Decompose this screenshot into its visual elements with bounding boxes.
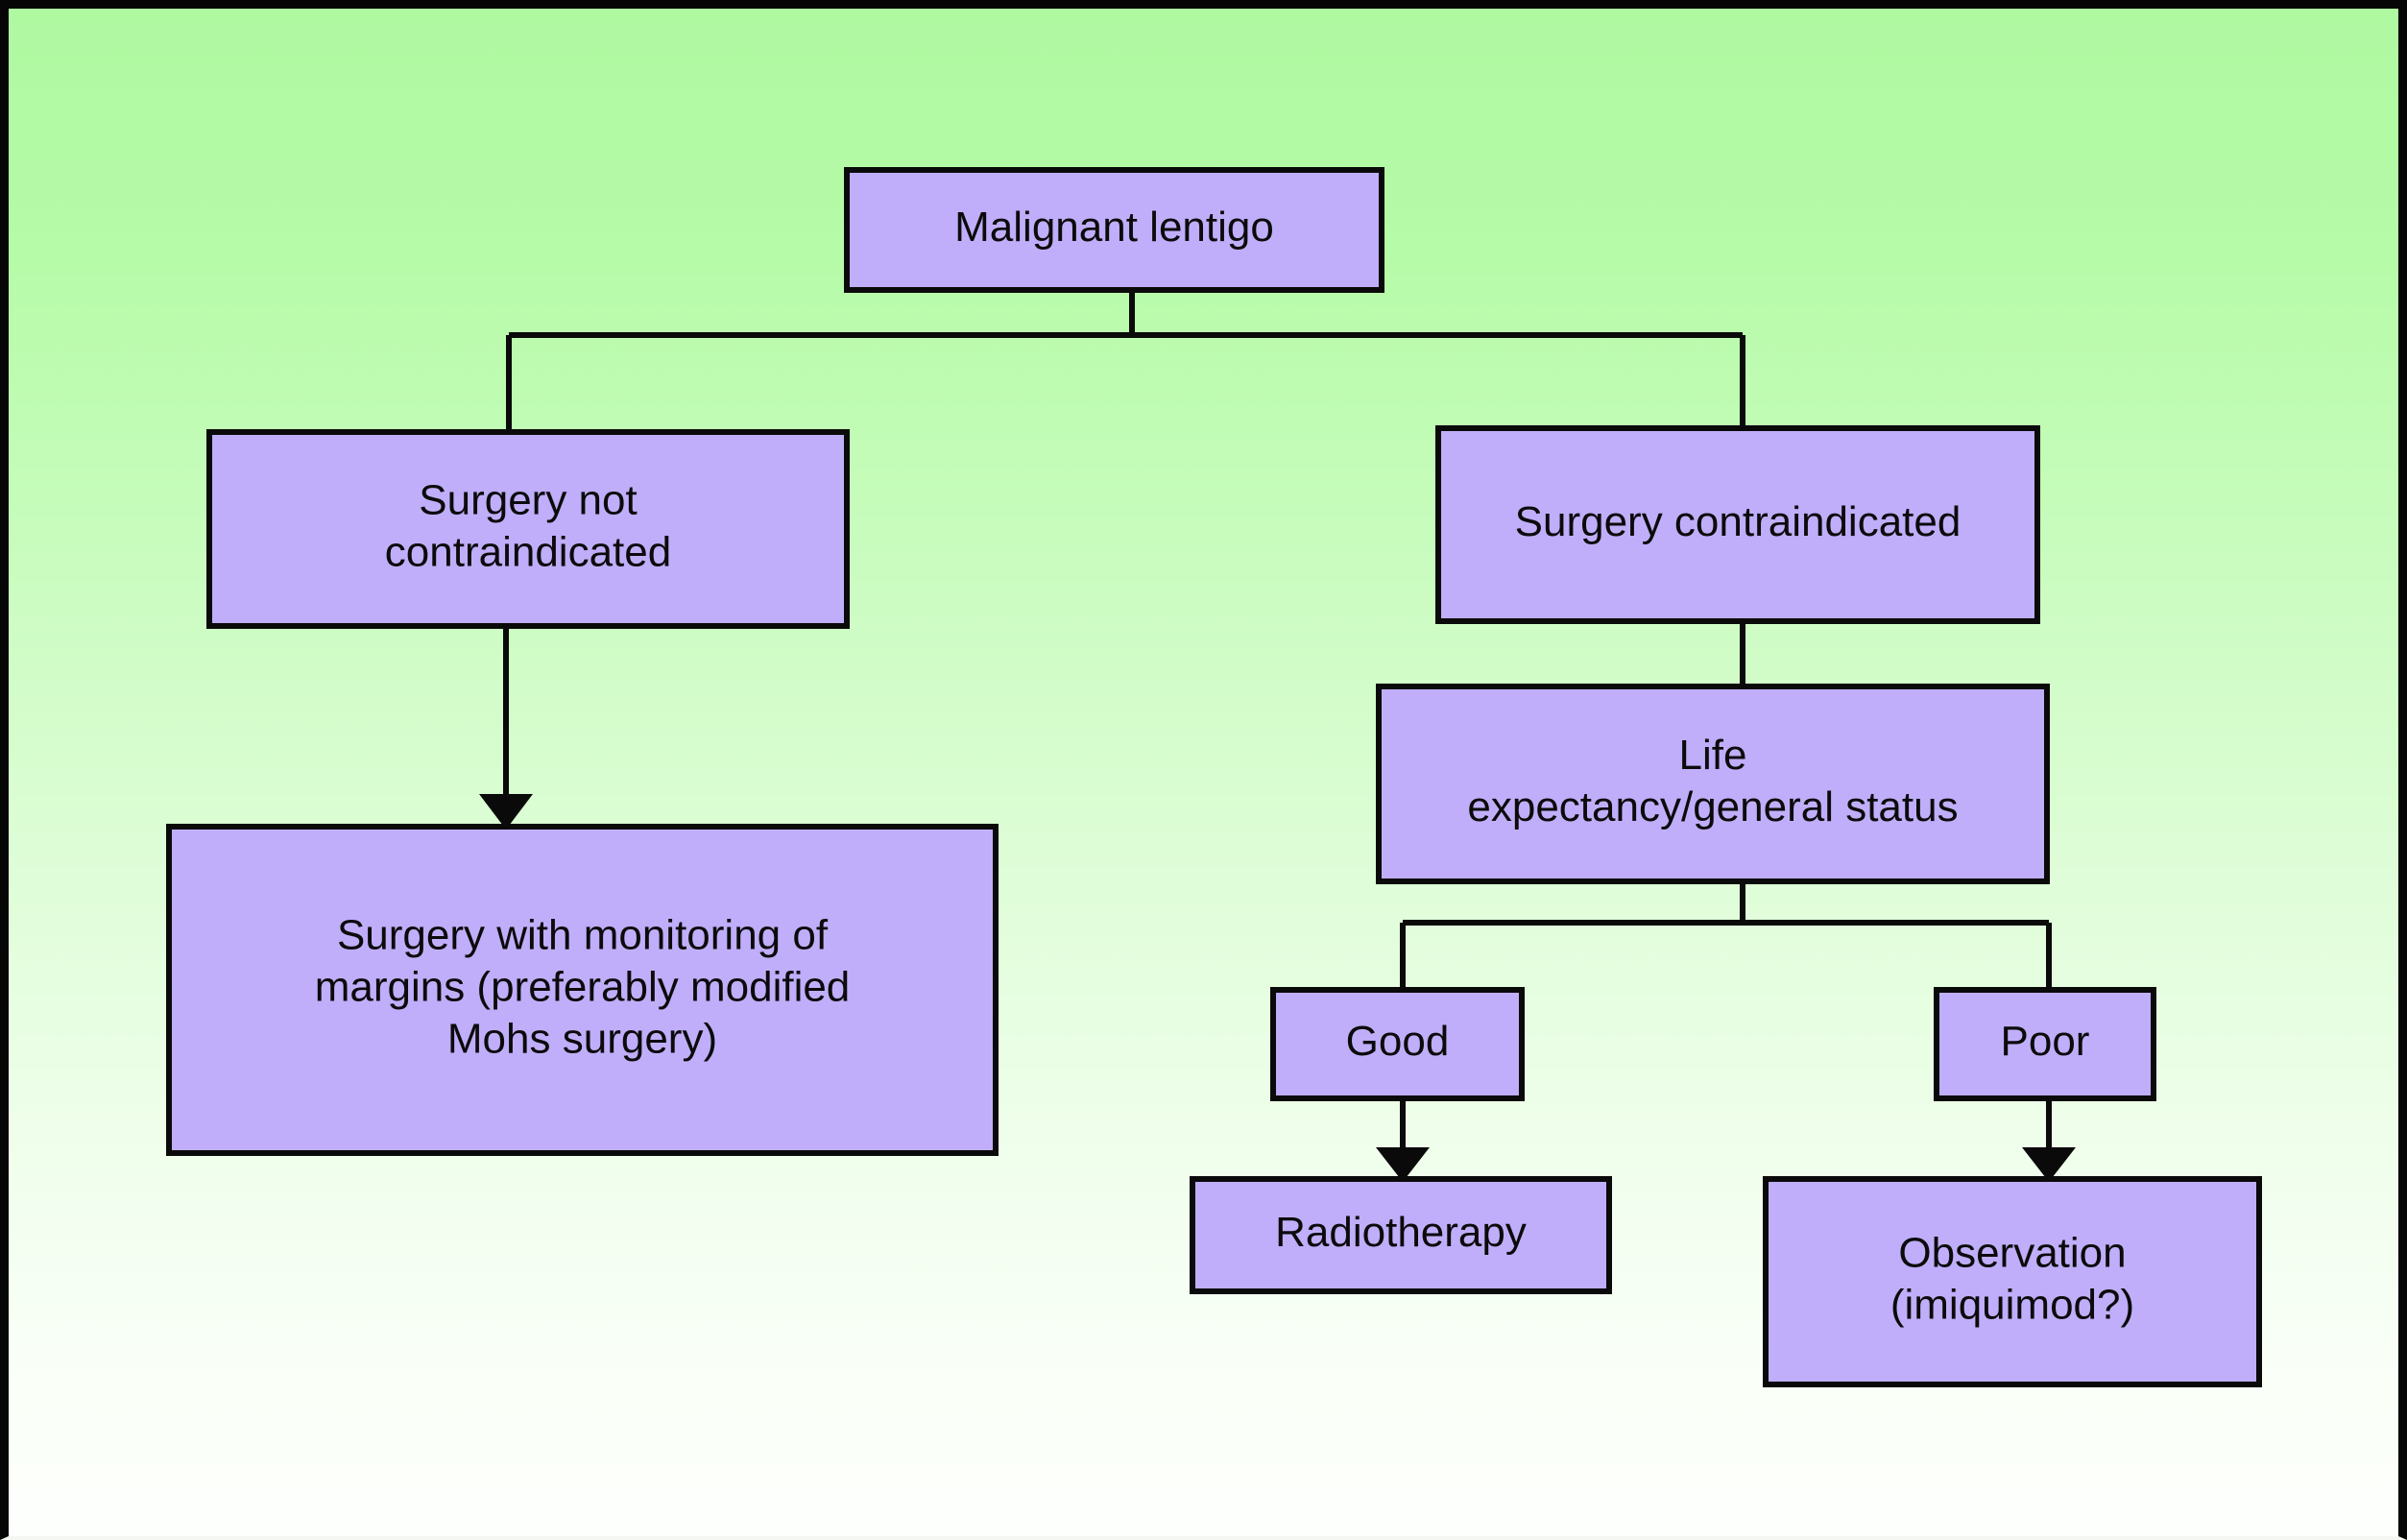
node-label-poor-status: Poor (2001, 1018, 2090, 1065)
edges-layer (479, 290, 2076, 1182)
node-label-surgery-with-monitoring-of-margins: Mohs surgery) (447, 1016, 717, 1063)
node-surgery-with-monitoring-of-margins[interactable]: Surgery with monitoring of margins (prefe… (166, 824, 999, 1156)
edge-life-expectancy-split-line (1400, 881, 2052, 990)
node-malignant-lentigo[interactable]: Malignant lentigo (844, 167, 1384, 293)
node-label-life-expectancy-general-status: Life (1679, 732, 1747, 779)
edge-malignant-lentigo-split (506, 290, 1745, 432)
node-box-malignant-lentigo[interactable] (844, 167, 1384, 293)
node-box-surgery-with-monitoring-of-margins[interactable] (166, 824, 999, 1156)
edge-surgery-not-contraindicated-to-monitoring (479, 626, 533, 830)
edge-good-to-radiotherapy (1376, 1098, 1430, 1182)
node-good-status[interactable]: Good (1270, 987, 1525, 1101)
node-label-radiotherapy: Radiotherapy (1275, 1209, 1527, 1256)
edge-life-expectancy-split (1400, 881, 2052, 990)
node-radiotherapy[interactable]: Radiotherapy (1190, 1176, 1612, 1294)
node-box-observation-imiquimod[interactable] (1763, 1176, 2262, 1387)
node-label-surgery-contraindicated: Surgery contraindicated (1515, 498, 1962, 545)
node-surgery-not-contraindicated[interactable]: Surgery not contraindicated (206, 429, 850, 629)
node-observation-imiquimod[interactable]: Observation (imiquimod?) (1763, 1176, 2262, 1387)
edge-malignant-lentigo-split-line (506, 290, 1745, 432)
node-label-surgery-with-monitoring-of-margins: margins (preferably modified (315, 964, 851, 1011)
edge-surgery-not-contraindicated-to-monitoring-arrowhead-icon (479, 794, 533, 830)
node-box-surgery-contraindicated[interactable] (1435, 425, 2040, 624)
node-box-radiotherapy[interactable] (1190, 1176, 1612, 1294)
node-label-malignant-lentigo: Malignant lentigo (954, 204, 1274, 251)
node-label-good-status: Good (1346, 1018, 1450, 1065)
edge-poor-to-observation-arrowhead-icon (2022, 1147, 2076, 1182)
node-box-life-expectancy-general-status[interactable] (1376, 684, 2050, 884)
edge-good-to-radiotherapy-arrowhead-icon (1376, 1147, 1430, 1182)
node-label-surgery-with-monitoring-of-margins: Surgery with monitoring of (337, 912, 829, 959)
node-label-observation-imiquimod: Observation (1898, 1230, 2126, 1277)
node-box-poor-status[interactable] (1934, 987, 2156, 1101)
edge-poor-to-observation (2022, 1098, 2076, 1182)
node-surgery-contraindicated[interactable]: Surgery contraindicated (1435, 425, 2040, 624)
node-label-life-expectancy-general-status: expectancy/general status (1467, 783, 1958, 830)
node-poor-status[interactable]: Poor (1934, 987, 2156, 1101)
node-label-surgery-not-contraindicated: Surgery not (419, 477, 637, 524)
node-box-good-status[interactable] (1270, 987, 1525, 1101)
node-box-surgery-not-contraindicated[interactable] (206, 429, 850, 629)
node-label-observation-imiquimod: (imiquimod?) (1890, 1282, 2134, 1329)
node-label-surgery-not-contraindicated: contraindicated (385, 529, 671, 576)
